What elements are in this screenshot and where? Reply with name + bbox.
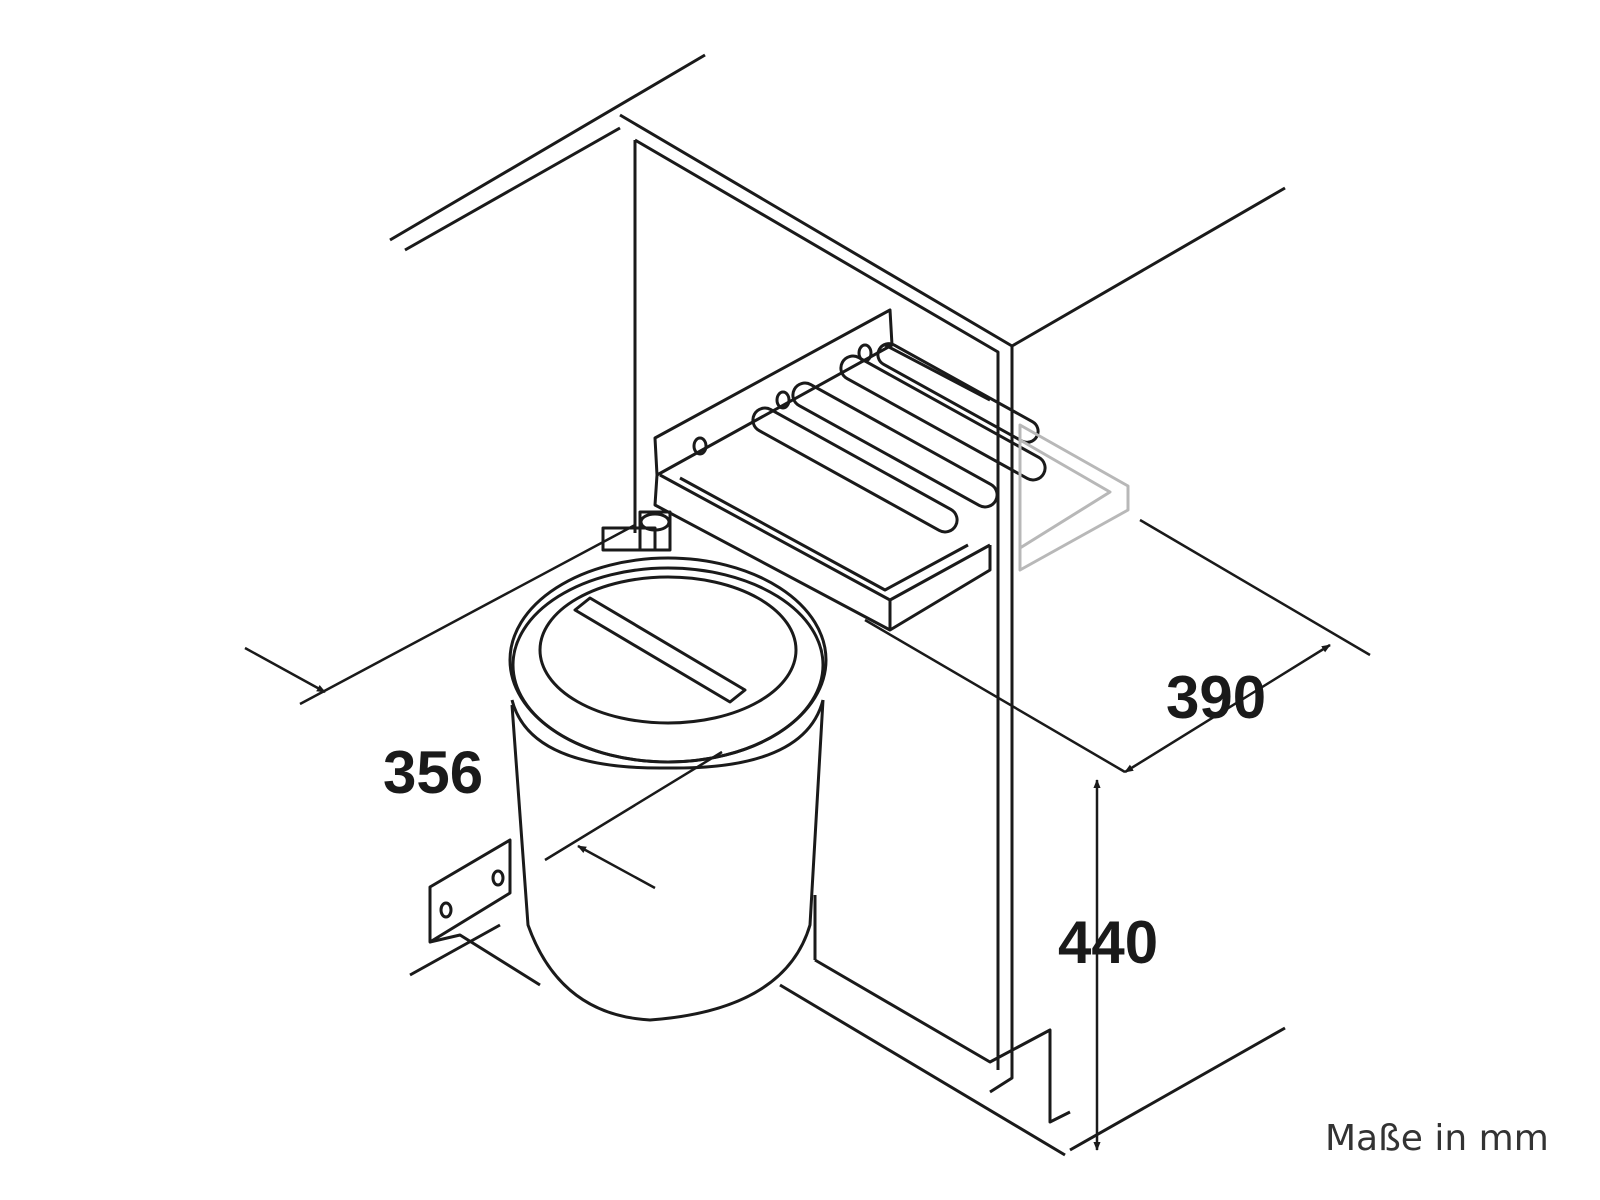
- height-dimension-label: 440: [1058, 909, 1158, 976]
- depth-dimension-label: 390: [1166, 664, 1266, 731]
- units-note: Maße in mm: [1325, 1118, 1549, 1159]
- dimension-lines: [244, 518, 1371, 1151]
- tray-ghost-outline: [1018, 423, 1130, 572]
- waste-bin: [428, 510, 828, 1022]
- cabinet: [389, 53, 1286, 1157]
- diameter-dimension-label: 356: [383, 739, 483, 806]
- lid-holder-tray: [653, 308, 1047, 632]
